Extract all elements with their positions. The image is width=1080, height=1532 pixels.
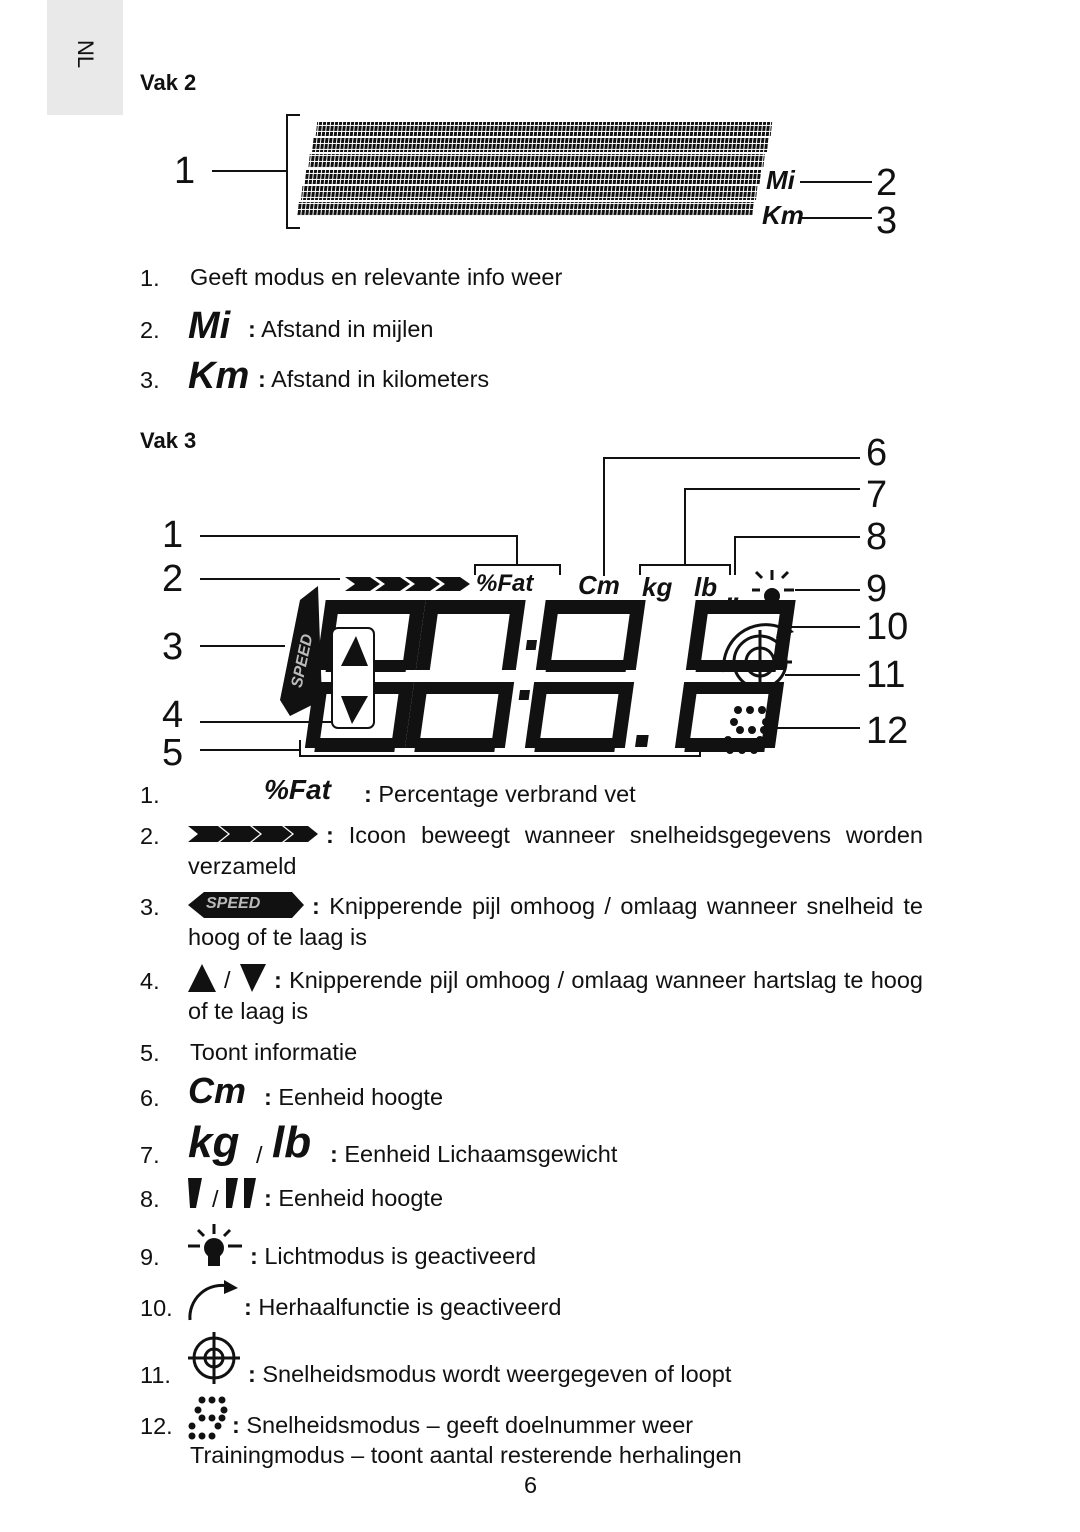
- vak3-item-3-text: Knipperende pijl omhoog / omlaag wanneer…: [188, 893, 923, 950]
- vak3-label-2: 2: [162, 558, 184, 600]
- vak3-label-5: 5: [162, 732, 184, 774]
- vak3-label-10: 10: [866, 606, 909, 648]
- vak3-label-8: 8: [866, 516, 888, 558]
- light-icon: [188, 1224, 242, 1266]
- vak3-label-9: 9: [866, 568, 888, 610]
- vak3-kg-label: kg: [642, 572, 673, 602]
- digit-icon: [188, 1396, 228, 1440]
- vak3-item-5-text: Toont informatie: [190, 1039, 358, 1065]
- vak3-item-3-sep: :: [312, 893, 320, 919]
- vak3-item-8-text: Eenheid hoogte: [278, 1185, 444, 1211]
- vak2-item-2-sep: :: [248, 316, 256, 342]
- vak3-item-8-number: 8.: [140, 1186, 160, 1212]
- vak3-item-2-number: 2.: [140, 823, 160, 849]
- fat-icon: %Fat: [264, 774, 331, 805]
- vak2-item-2-number: 2.: [140, 317, 160, 343]
- vak3-item-11-number: 11.: [140, 1362, 171, 1388]
- page-number: 6: [524, 1472, 538, 1498]
- vak3-item-1-text: Percentage verbrand vet: [378, 781, 636, 807]
- vak3-item-9-text: Lichtmodus is geactiveerd: [264, 1243, 537, 1269]
- vak3-item-8-slash: /: [212, 1186, 219, 1212]
- vak3-item-10-number: 10.: [140, 1295, 173, 1321]
- vak3-item-7-slash: /: [256, 1142, 263, 1168]
- cm-icon: Cm: [188, 1070, 247, 1111]
- vak2-item-1-number: 1.: [140, 265, 160, 291]
- vak3-label-4: 4: [162, 694, 184, 736]
- vak3-item-12-number: 12.: [140, 1413, 173, 1439]
- vak3-item-10-text: Herhaalfunctie is geactiveerd: [258, 1294, 562, 1320]
- vak2-label-2: 2: [876, 162, 898, 204]
- vak3-lcd-display: [200, 457, 860, 757]
- vak3-item-11-text: Snelheidsmodus wordt weergegeven of loop…: [262, 1361, 732, 1387]
- vak3-label-3: 3: [162, 626, 184, 668]
- vak3-label-1: 1: [162, 514, 184, 556]
- vak3-label-12: 12: [866, 710, 909, 752]
- mi-icon: Mi: [188, 305, 231, 347]
- vak2-dot-matrix-display: [212, 114, 872, 229]
- vak3-item-7-text: Eenheid Lichaamsgewicht: [344, 1141, 618, 1167]
- vak2-km-label: Km: [762, 200, 804, 230]
- target-icon: [188, 1332, 240, 1384]
- vak3-item-5-number: 5.: [140, 1040, 160, 1066]
- vak3-item-12-sep: :: [232, 1412, 240, 1438]
- lb-icon: lb: [272, 1118, 312, 1167]
- vak2-item-3-number: 3.: [140, 367, 160, 393]
- vak3-item-2-sep: :: [326, 822, 334, 848]
- speed-icon: [188, 892, 304, 918]
- vak3-label-11: 11: [866, 654, 906, 696]
- vak3-item-1-number: 1.: [140, 782, 160, 808]
- vak3-item-7-number: 7.: [140, 1142, 160, 1168]
- vak3-item-3-number: 3.: [140, 894, 160, 920]
- language-tab: NL: [47, 0, 123, 115]
- vak2-mi-label: Mi: [766, 165, 795, 195]
- vak3-label-6: 6: [866, 432, 888, 474]
- vak3-dotted-digit-graphic: [724, 706, 770, 754]
- vak3-fat-label: %Fat: [476, 570, 534, 597]
- speed-banner-graphic: [280, 586, 322, 716]
- vak2-label-1: 1: [174, 150, 196, 192]
- vak3-item-9-number: 9.: [140, 1244, 160, 1270]
- repeat-icon: [188, 1280, 238, 1321]
- vak3-item-6-sep: :: [264, 1084, 272, 1110]
- speed-icon-label: SPEED: [206, 895, 261, 912]
- vak2-item-3-sep: :: [258, 366, 266, 392]
- heart-arrows-icon: [188, 964, 266, 992]
- vak3-heading: Vak 3: [140, 428, 197, 453]
- vak2-item-1-text: Geeft modus en relevante info weer: [190, 264, 563, 290]
- vak3-item-4-sep: :: [274, 967, 282, 993]
- vak3-item-12-text: Snelheidsmodus – geeft doelnummer weer: [246, 1412, 694, 1438]
- vak2-item-2-text: Afstand in mijlen: [261, 316, 434, 342]
- vak3-item-4-slash: /: [224, 967, 231, 993]
- chevron-arrows-graphic: [345, 577, 470, 591]
- vak3-item-1-sep: :: [364, 781, 372, 807]
- vak3-item-6-number: 6.: [140, 1085, 160, 1111]
- vak3-item-7-sep: :: [330, 1141, 338, 1167]
- vak3-light-graphic: [752, 570, 794, 592]
- kg-icon: kg: [188, 1118, 240, 1167]
- vak2-heading: Vak 2: [140, 70, 197, 95]
- vak3-label-7: 7: [866, 474, 888, 516]
- vak3-item-10-sep: :: [244, 1294, 252, 1320]
- vak3-item-6-text: Eenheid hoogte: [278, 1084, 444, 1110]
- vak3-item-8-sep: :: [264, 1185, 272, 1211]
- vak3-lb-label: lb: [694, 572, 718, 602]
- vak3-item-9-sep: :: [250, 1243, 258, 1269]
- vak2-item-3-text: Afstand in kilometers: [271, 366, 490, 392]
- vak3-item-4-text: Knipperende pijl omhoog / omlaag wanneer…: [188, 967, 923, 1024]
- feet-inch-icon: [188, 1178, 256, 1208]
- chevron-arrows-icon: [188, 826, 318, 842]
- vak2-label-3: 3: [876, 200, 898, 242]
- vak3-item-11-sep: :: [248, 1361, 256, 1387]
- vak3-item-2-text: Icoon beweegt wanneer snelheidsgegevens …: [188, 822, 923, 879]
- km-icon: Km: [188, 355, 250, 397]
- heart-arrows-graphic: [331, 627, 375, 729]
- vak3-item-12-text2: Trainingmodus – toont aantal resterende …: [190, 1442, 742, 1468]
- vak3-item-4-number: 4.: [140, 968, 160, 994]
- vak3-target-graphic: [728, 630, 792, 694]
- vak3-cm-label: Cm: [578, 570, 620, 600]
- vak3-inch-label: ": [724, 592, 739, 625]
